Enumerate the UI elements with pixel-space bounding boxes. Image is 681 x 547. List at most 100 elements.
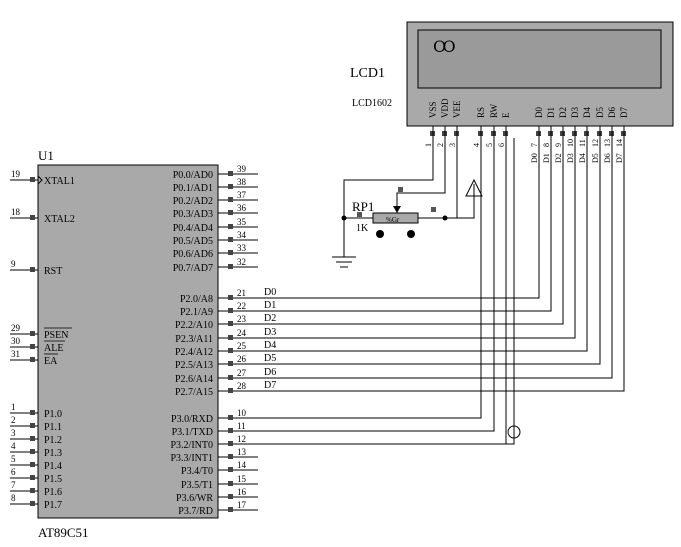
mcu-pin-stub [228,250,233,255]
lcd-pin-name: D1 [546,107,556,118]
mcu-pin-stub [228,184,233,189]
mcu-pin-number: 16 [237,487,247,497]
lcd-data-net-label: D0 [530,153,539,163]
mcu-chip[interactable] [37,164,219,519]
mcu-pin-name: P1.1 [44,422,62,433]
lcd-screen [417,29,662,89]
mcu-pin-name: P2.3/A11 [175,334,213,345]
data-bus-wire [258,138,540,299]
lcd-pin-name: RS [476,107,486,118]
mcu-pin-stub [228,481,233,486]
lcd-pin-name: D2 [558,107,568,118]
lcd-data-net-label: D1 [542,153,551,163]
mcu-pin-stub [228,237,233,242]
lcd-pin-number: 6 [497,143,506,147]
mcu-pin-stub [30,423,35,428]
mcu-pin-stub [228,197,233,202]
mcu-pin-number: 39 [237,164,247,174]
probe-marker [431,207,436,212]
mcu-pin-name: P3.2/INT0 [171,440,214,451]
mcu-pin-name: P1.3 [44,448,62,459]
pot-ref-label: RP1 [352,199,374,214]
mcu-pin-name: P0.7/AD7 [173,263,213,274]
bus-net-label: D2 [264,313,276,324]
mcu-pin-number: 9 [11,259,16,269]
mcu-pin-stub [228,295,233,300]
mcu-pin-number: 11 [237,421,246,431]
mcu-pin-number: 1 [11,402,16,412]
potentiometer[interactable]: %Gr [372,212,419,238]
mcu-pin-name: XTAL2 [44,214,75,225]
mcu-pin-name: P3.5/T1 [181,480,213,491]
mcu-pin-number: 24 [237,328,247,338]
mcu-pin-stub [30,267,35,272]
data-bus-wire [258,138,613,379]
lcd-pin-number: 4 [472,143,481,147]
mcu-pin-stub [228,375,233,380]
lcd-pin-name: RW [489,103,499,118]
mcu-pin-number: 4 [11,441,16,451]
mcu-pin-number: 18 [11,207,21,217]
mcu-pin-number: 17 [237,500,247,510]
mcu-pin-number: 10 [237,408,247,418]
lcd-pin-number: 11 [578,139,587,147]
wiper-arrow [393,206,401,213]
lcd-pin-number: 1 [424,143,433,147]
mcu-pin-number: 38 [237,177,247,187]
mcu-pin-stub [30,177,35,182]
mcu-pin-number: 14 [237,460,247,470]
mcu-pin-stub [228,224,233,229]
mcu-pin-stub [30,344,35,349]
data-bus-wire [258,138,588,352]
mcu-pin-stub [30,215,35,220]
mcu-pin-stub [30,357,35,362]
lcd-pin-group: VSS1VDD2VEE3RS4RW5E6D07D0D18D1D29D2D310D… [424,98,629,163]
lcd-pin-name: E [501,112,511,118]
lcd-pin-name: VSS [428,101,438,118]
lcd-pin-number: 8 [542,143,551,147]
mcu-pin-name: P1.4 [44,461,62,472]
control-wire [258,138,515,445]
data-bus-wire [258,138,564,325]
lcd-pin-number: 10 [566,139,575,147]
lcd-pin-name: D0 [534,107,544,118]
mcu-pin-name: P0.6/AD6 [173,249,213,260]
mcu-pin-name: PSEN [44,330,68,341]
mcu-pin-stub [30,501,35,506]
bus-net-label: D5 [264,353,276,364]
mcu-body [37,164,219,519]
mcu-pin-stub [228,264,233,269]
mcu-pin-name: P2.7/A15 [175,387,213,398]
data-bus-wire [258,138,625,392]
mcu-pin-number: 21 [237,288,246,298]
lcd-module[interactable]: Ꝏ [406,21,674,127]
mcu-pin-stub [228,348,233,353]
probe-marker [398,187,403,192]
lcd-data-net-label: D6 [603,153,612,163]
mcu-pin-name: P1.2 [44,435,62,446]
control-wire [258,138,482,419]
lcd-data-net-label: D7 [615,153,624,163]
mcu-ref-label: U1 [38,148,54,163]
mcu-pin-name: P3.1/TXD [172,427,213,438]
pot-body-text: %Gr [386,216,400,224]
mcu-pin-name: P3.3/INT1 [171,453,214,464]
mcu-pin-number: 6 [11,467,16,477]
mcu-pin-number: 3 [11,428,16,438]
mcu-pin-name: P2.5/A13 [175,360,213,371]
junction-dot [442,215,448,221]
lcd-pin-name: D5 [595,107,605,118]
mcu-pin-stub [228,494,233,499]
probe-marker [357,212,362,217]
mcu-pin-stub [30,331,35,336]
mcu-left-pin-group: 19XTAL118XTAL29RST29PSEN30ALE31EA1P1.02P… [10,169,75,511]
power-symbol [465,178,483,197]
lcd-data-net-label: D4 [578,153,587,163]
mcu-pin-stub [30,436,35,441]
lcd-pin-number: 14 [615,139,624,147]
mcu-pin-stub [228,415,233,420]
mcu-pin-stub [30,410,35,415]
mcu-pin-name: P0.3/AD3 [173,209,213,220]
clock-pin-marker [37,175,43,185]
